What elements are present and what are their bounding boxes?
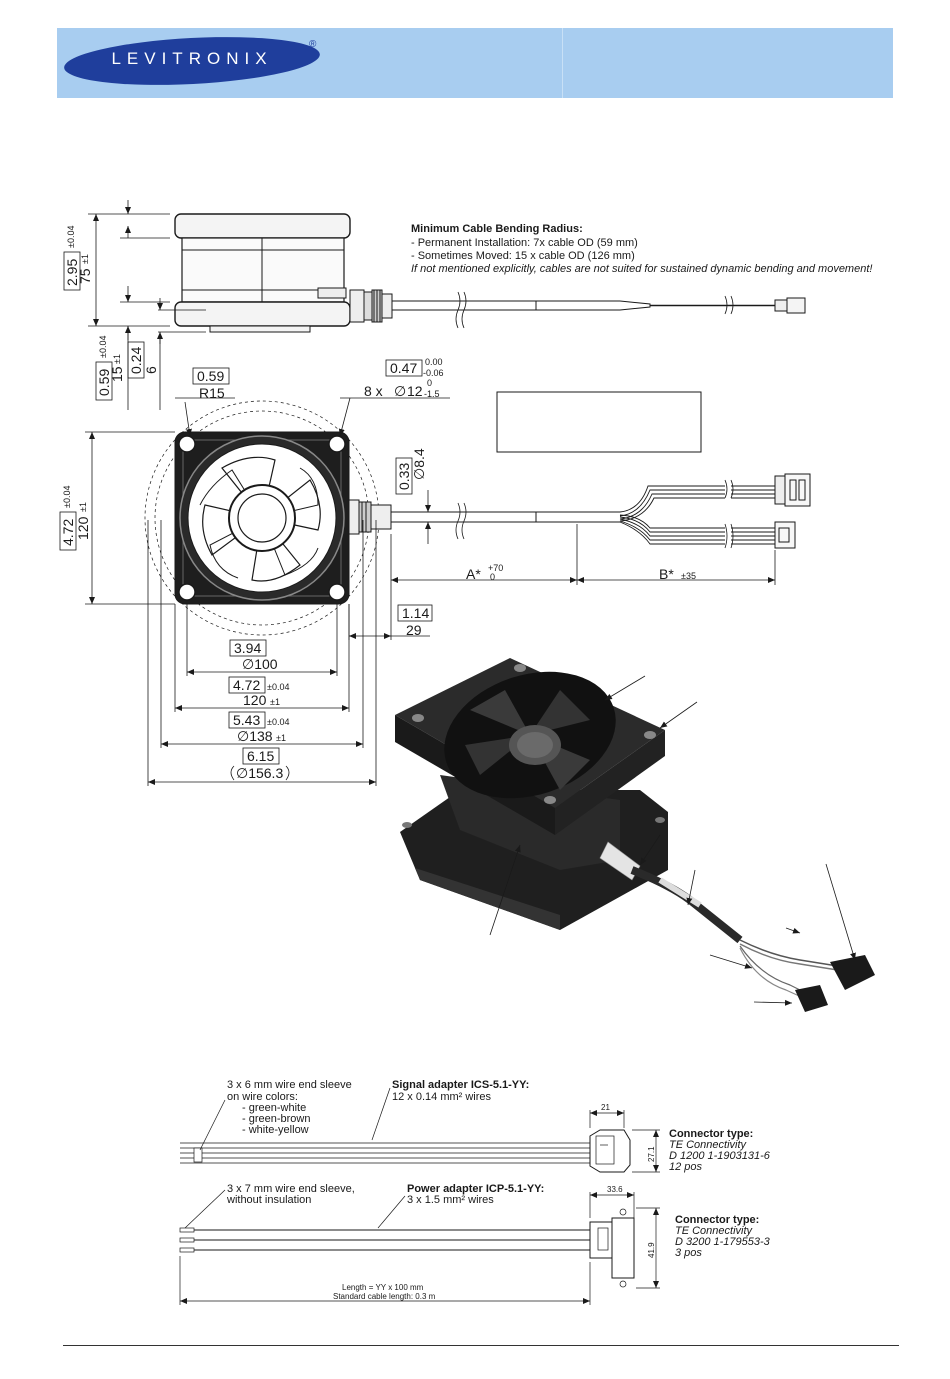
hole-in-tol-upper: 0.00 [425,357,443,367]
d156-in: 6.15 [247,748,274,764]
signal-dim-w: 21 [601,1103,610,1112]
footer-rule [63,1345,899,1346]
front-dimension-lines [85,397,776,786]
signal-sleeve-c1: - green-white [242,1102,306,1114]
front-view-dimension-text: 0.59 R15 0.47 0.00 -0.06 8 x ∅ 12 0 -1.5… [59,357,696,781]
cable-dia-in: 0.33 [396,463,412,490]
w120-mm: 120 [243,692,267,708]
d138-in-tol: ±0.04 [267,717,289,727]
gland-mm: 29 [406,622,422,638]
d138-in: 5.43 [233,712,260,728]
signal-conn-pos: 12 pos [669,1161,703,1173]
side-height-mm-tol: ±1 [80,254,90,264]
side-height-in-tol: ±0.04 [66,226,76,248]
side-offset-in: 0.24 [128,347,144,374]
cable-bending-note: Minimum Cable Bending Radius: - Permanen… [411,223,872,275]
hole-mm-tol-lower: -1.5 [424,389,440,399]
side-view-dimension-text: 2.95 ±0.04 75 ±1 0.59 ±0.04 15 ±1 0.24 6 [63,226,159,401]
power-title: Power adapter ICP-5.1-YY: [407,1183,544,1195]
signal-title: Signal adapter ICS-5.1-YY: [392,1079,529,1091]
w120-in: 4.72 [233,677,260,693]
fan-front-frame [174,431,350,605]
signal-conn-part: D 1200 1-1903131-6 [669,1150,771,1162]
signal-sleeve-l1: 3 x 6 mm wire end sleeve [227,1079,352,1091]
front-cable [391,473,811,549]
side-view [88,200,806,410]
hole-dia-symbol: ∅ [394,383,406,399]
signal-adapter-drawing [180,1087,660,1173]
hole-mm: 12 [407,383,423,399]
side-height-mm: 75 [77,268,93,284]
logo-text: LEVITRONIX [111,49,273,68]
power-sleeve-l1: 3 x 7 mm wire end sleeve, [227,1183,355,1195]
length-l2: Standard cable length: 0.3 m [333,1292,436,1301]
power-conn-pos: 3 pos [675,1247,702,1259]
d156-mm: ∅156.3 [236,765,283,781]
cable-note-line3: If not mentioned explicitly, cables are … [411,263,872,275]
gland-in: 1.14 [402,605,429,621]
length-l1: Length = YY x 100 mm [342,1283,424,1292]
d100-in: 3.94 [234,640,261,656]
front-height-mm: 120 [75,516,91,540]
d100-mm: ∅100 [242,656,278,672]
side-height-in: 2.95 [64,259,80,286]
w120-in-tol: ±0.04 [267,682,289,692]
signal-sleeve-c2: - green-brown [242,1113,310,1125]
cable-note-line2: - Sometimes Moved: 15 x cable OD (126 mm… [411,250,635,262]
power-conn-part: D 3200 1-179553-3 [675,1236,771,1248]
side-offset-mm: 6 [143,366,159,374]
corner-in: 0.59 [197,368,224,384]
power-adapter-drawing [179,1189,660,1305]
dim-a-tol-upper: +70 [488,563,503,573]
dim-a-tol-lower: 0 [490,572,495,582]
side-flange-mm: 15 [109,366,125,382]
hole-mm-tol-upper: 0 [427,378,432,388]
front-height-in-tol: ±0.04 [62,486,72,508]
d138-mm-tol: ±1 [276,733,286,743]
w120-mm-tol: ±1 [270,697,280,707]
power-conn-mfr: TE Connectivity [675,1225,754,1237]
side-cable-gland [349,289,393,323]
cable-note-line1: - Permanent Installation: 7x cable OD (5… [411,237,638,249]
signal-conn-mfr: TE Connectivity [669,1139,748,1151]
signal-conn-title: Connector type: [669,1128,753,1140]
d138-mm: ∅138 [237,728,273,744]
cable-adapter-text: 3 x 6 mm wire end sleeve on wire colors:… [226,1079,771,1301]
fan-3d-render [395,658,875,1012]
power-dim-h: 41.9 [647,1242,656,1258]
side-cable [392,291,806,329]
power-conn-title: Connector type: [675,1214,759,1226]
power-sleeve-l2: without insulation [226,1194,311,1206]
label-box [496,391,702,453]
fan-side-body [174,213,351,333]
signal-sleeve-c3: - white-yellow [242,1124,309,1136]
side-flange-in-tol: ±0.04 [98,336,108,358]
power-dim-w: 33.6 [607,1185,623,1194]
front-view [85,397,811,786]
dim-b: B* [659,566,674,582]
front-cable-gland [348,499,392,535]
hole-in-tol-lower: -0.06 [423,368,444,378]
front-height-in: 4.72 [60,519,76,546]
side-flange-mm-tol: ±1 [112,354,122,364]
cable-dia-mm: ∅8.4 [411,448,427,480]
side-flange-in: 0.59 [96,369,112,396]
front-height-mm-tol: ±1 [78,502,88,512]
signal-sleeve-l2: on wire colors: [227,1091,298,1103]
signal-wires: 12 x 0.14 mm² wires [392,1091,492,1103]
header-divider [562,28,563,98]
cable-note-title: Minimum Cable Bending Radius: [411,223,583,235]
hole-in: 0.47 [390,360,417,376]
signal-dim-h: 27.1 [647,1146,656,1162]
logo-registered-mark: ® [309,39,317,50]
corner-mm: R15 [199,385,225,401]
dim-b-tol: ±35 [681,571,696,581]
hole-count: 8 x [364,383,383,399]
dim-a: A* [466,566,481,582]
power-wires: 3 x 1.5 mm² wires [407,1194,494,1206]
levitronix-logo: LEVITRONIX [62,31,322,91]
